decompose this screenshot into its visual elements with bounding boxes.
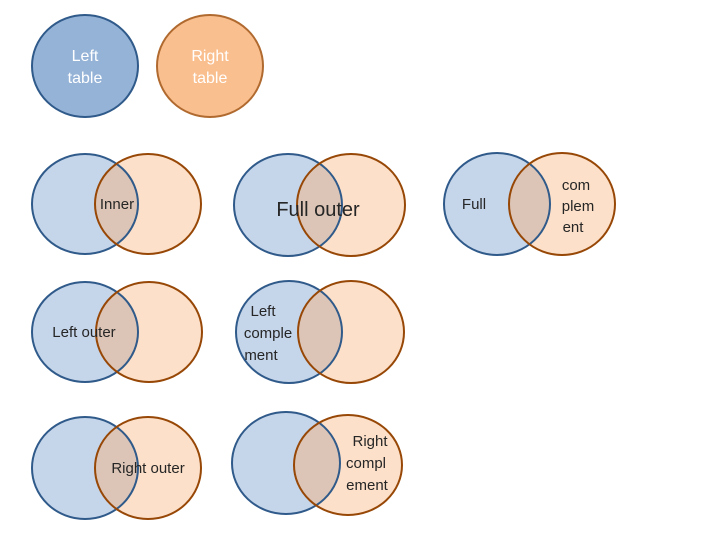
left-outer-label: Left outer <box>52 324 115 341</box>
inner-label: Inner <box>100 196 134 213</box>
legend-left-label-1: Left <box>72 48 99 65</box>
full-complement-label-2: com <box>562 177 590 194</box>
legend-left-table: Left table <box>31 14 139 118</box>
full-complement-label-1: Full <box>462 196 486 213</box>
left-complement-label-3: ment <box>244 347 278 364</box>
venn-right-complement: Right compl ement <box>231 411 403 516</box>
full-complement-label-4: ent <box>563 219 585 236</box>
left-complement-label-1: Left <box>250 303 276 320</box>
legend-right-label-2: table <box>193 70 228 87</box>
venn-inner-join: Inner <box>31 153 202 255</box>
venn-left-outer-join: Left outer <box>31 281 203 383</box>
legend-right-label-1: Right <box>191 48 229 65</box>
full-complement-label-3: plem <box>562 198 595 215</box>
right-outer-label: Right outer <box>111 460 184 477</box>
venn-left-complement: Left comple ment <box>235 280 405 384</box>
full-outer-label: Full outer <box>276 199 360 221</box>
legend-left-label-2: table <box>68 70 103 87</box>
venn-full-complement: Full com plem ent <box>443 152 616 256</box>
legend-right-table: Right table <box>156 14 264 118</box>
venn-full-outer-join: Full outer <box>233 153 406 257</box>
left-complement-label-2: comple <box>244 325 292 342</box>
right-complement-label-1: Right <box>352 433 388 450</box>
venn-right-outer-join: Right outer <box>31 416 202 520</box>
right-complement-label-3: ement <box>346 477 389 494</box>
right-complement-label-2: compl <box>346 455 386 472</box>
